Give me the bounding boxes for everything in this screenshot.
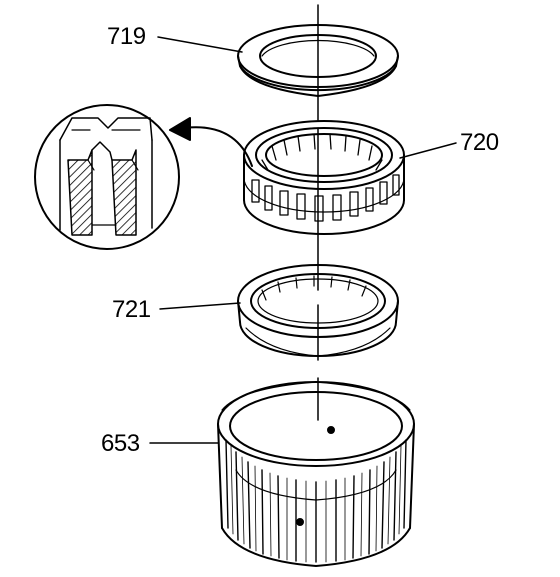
leader-720 xyxy=(399,142,457,159)
roller-clutch-720 xyxy=(243,120,405,235)
leader-lines xyxy=(149,36,457,444)
leader-721 xyxy=(159,302,241,310)
washer-719 xyxy=(237,24,399,97)
drum-653 xyxy=(217,381,415,567)
detail-arrow xyxy=(169,117,253,167)
callout-label-653: 653 xyxy=(101,430,140,457)
detail-view-circle xyxy=(34,104,180,250)
leader-719 xyxy=(157,36,243,53)
callout-label-721: 721 xyxy=(112,296,151,323)
callout-label-720: 720 xyxy=(460,129,499,156)
callout-label-719: 719 xyxy=(107,23,146,50)
race-721 xyxy=(237,264,399,357)
